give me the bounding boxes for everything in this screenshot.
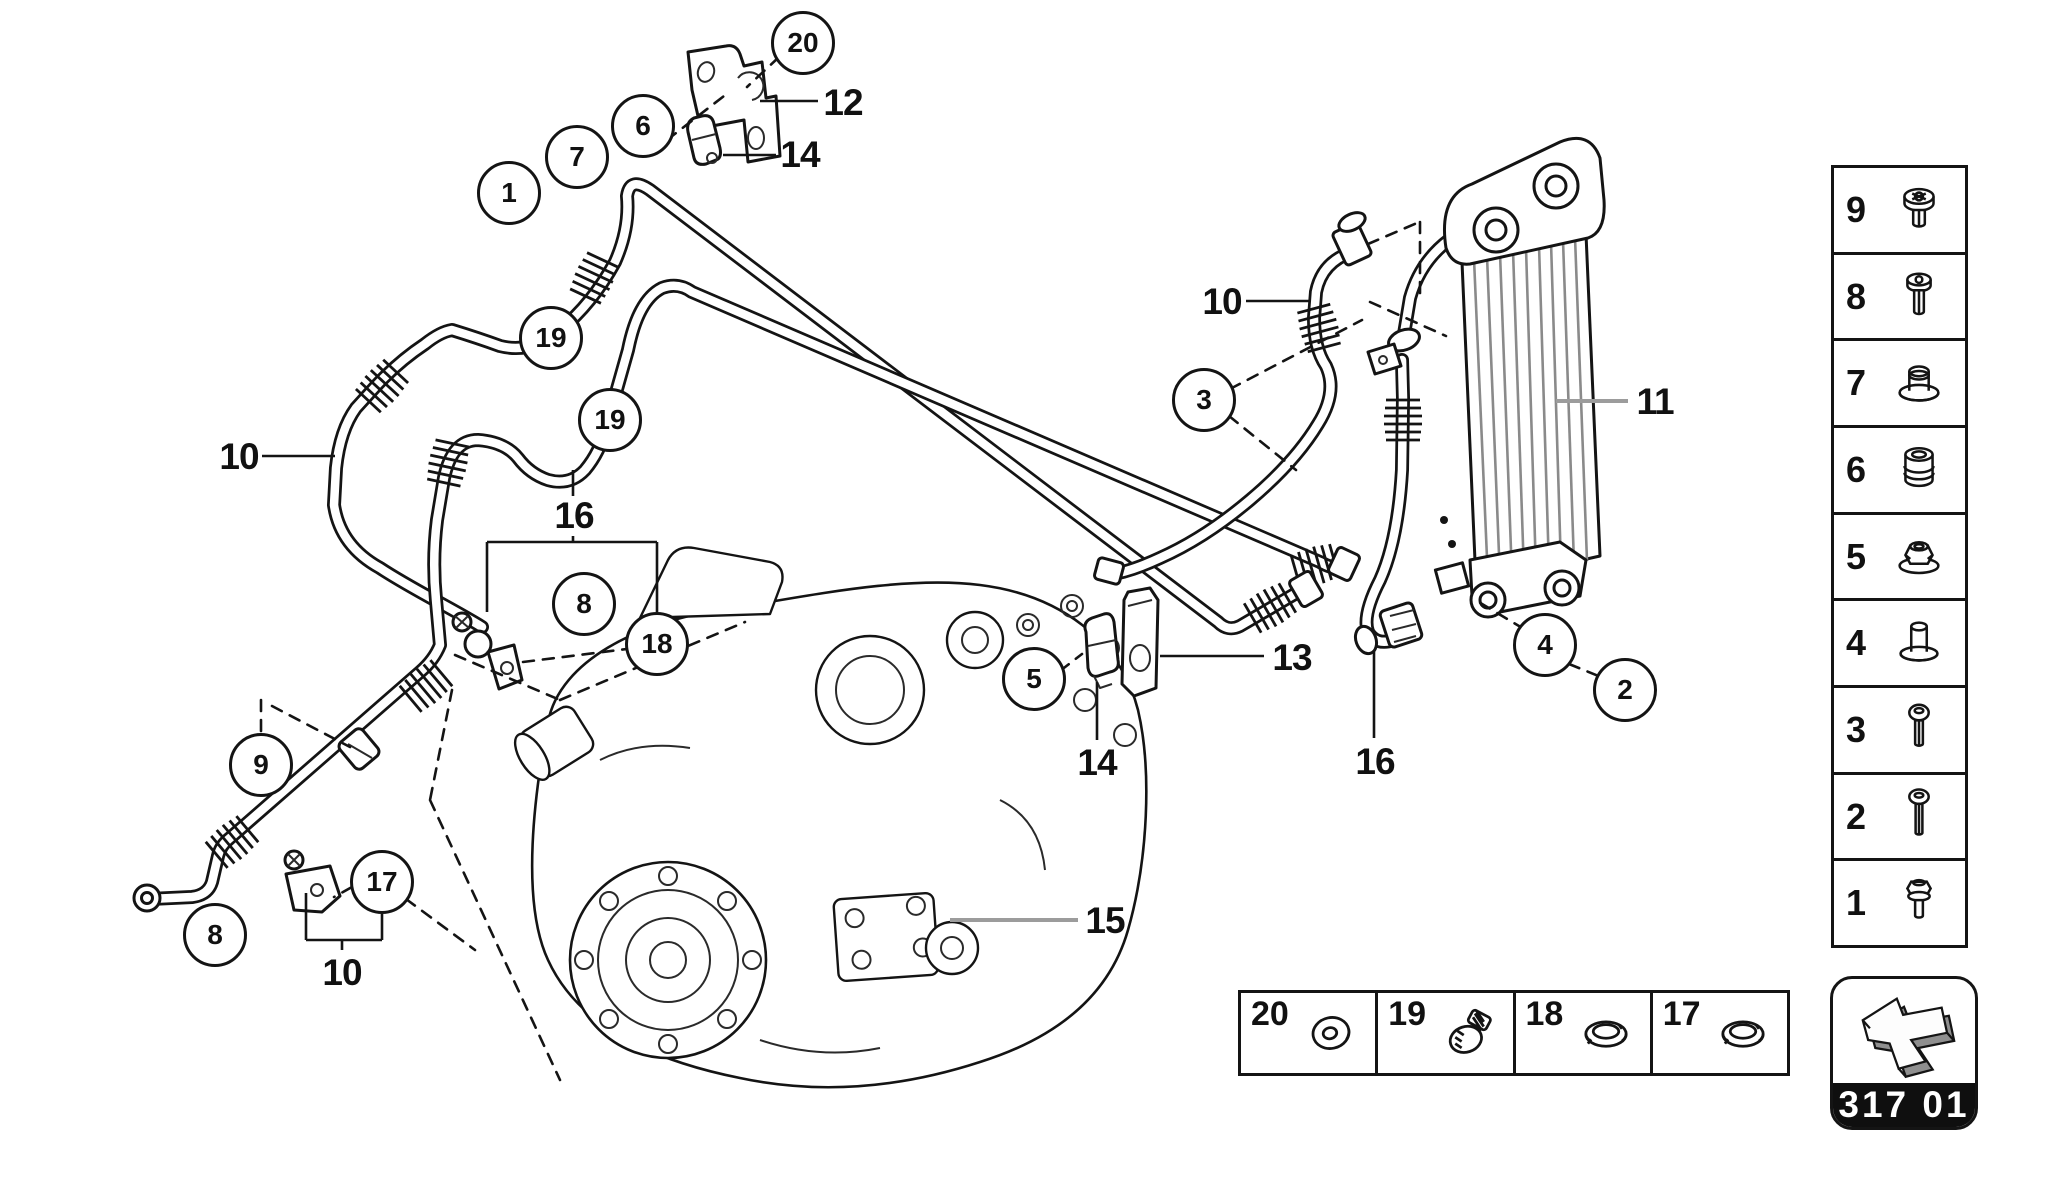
legend-row-number: 4 <box>1846 622 1867 664</box>
badge-arrow-area <box>1833 979 1975 1083</box>
part-label-12: 12 <box>823 82 863 123</box>
legend-row-number: 9 <box>1846 188 1867 230</box>
legend-row-number: 2 <box>1846 795 1867 837</box>
legend-row-8[interactable]: 8 <box>1834 251 1965 339</box>
o-ring-icon <box>1583 1020 1628 1048</box>
callout-circle-7[interactable]: 7 <box>545 125 609 189</box>
seal-cell-number: 18 <box>1525 995 1564 1033</box>
callout-circle-9[interactable]: 9 <box>229 733 293 797</box>
part-label-10: 10 <box>322 952 362 993</box>
clamp-5-14-drawing <box>1083 612 1120 689</box>
seal-legend-table: 20 19 18 17 <box>1238 990 1790 1076</box>
flanged-bushing-icon <box>1898 365 1940 402</box>
part-label-10: 10 <box>1202 281 1242 322</box>
part-label-14: 14 <box>780 134 820 175</box>
legend-row-4[interactable]: 4 <box>1834 598 1965 685</box>
oil-cooler-drawing <box>1387 137 1606 619</box>
gearbox-drawing <box>513 546 1148 1089</box>
part-label-10: 10 <box>219 436 259 477</box>
callout-circle-19[interactable]: 19 <box>578 388 642 452</box>
pan-head-screw-icon <box>1906 271 1932 315</box>
part-label-13: 13 <box>1272 637 1312 678</box>
legend-row-number: 8 <box>1846 275 1867 317</box>
flanged-sleeve-icon <box>1899 621 1939 662</box>
legend-row-7[interactable]: 7 <box>1834 338 1965 425</box>
washer-icon <box>1308 1012 1354 1054</box>
callout-circle-5[interactable]: 5 <box>1002 647 1066 711</box>
callout-circle-20[interactable]: 20 <box>771 11 835 75</box>
legend-row-3[interactable]: 3 <box>1834 685 1965 772</box>
page-code-badge[interactable]: 317 01 <box>1830 976 1978 1130</box>
callout-circle-17[interactable]: 17 <box>350 850 414 914</box>
seal-cell-18[interactable]: 18 <box>1512 993 1650 1073</box>
pipe-end-bracket-17-drawing <box>132 849 342 914</box>
pan-head-screw-short-icon <box>1903 187 1935 228</box>
legend-row-2[interactable]: 2 <box>1834 771 1965 859</box>
seal-cell-number: 20 <box>1251 995 1289 1033</box>
round-head-bolt-icon <box>1908 703 1930 747</box>
legend-row-number: 7 <box>1846 362 1867 404</box>
seal-cell-20[interactable]: 20 <box>1241 993 1375 1073</box>
part-label-14: 14 <box>1077 742 1117 783</box>
callout-circle-8[interactable]: 8 <box>552 572 616 636</box>
arrow-up-left-icon <box>1861 997 1956 1078</box>
seal-cell-17[interactable]: 17 <box>1649 993 1787 1073</box>
legend-row-number: 5 <box>1846 535 1867 577</box>
clamp-9-drawing <box>337 727 381 771</box>
callout-circle-6[interactable]: 6 <box>611 94 675 158</box>
callout-circle-1[interactable]: 1 <box>477 161 541 225</box>
page-code-label: 317 01 <box>1833 1083 1975 1127</box>
clip-14-top-drawing <box>686 114 722 166</box>
o-ring-icon <box>1721 1020 1765 1048</box>
flange-nut-icon <box>1898 540 1940 574</box>
legend-row-number: 6 <box>1846 448 1867 490</box>
hex-flange-bolt-icon <box>1906 879 1932 919</box>
part-label-11: 11 <box>1636 381 1674 422</box>
strap-13-drawing <box>1120 586 1160 698</box>
callout-circle-2[interactable]: 2 <box>1593 658 1657 722</box>
callout-circle-8[interactable]: 8 <box>183 903 247 967</box>
legend-row-6[interactable]: 6 <box>1834 425 1965 512</box>
seal-cell-19[interactable]: 19 <box>1375 993 1512 1073</box>
hose-fittings-drawing <box>1092 211 1424 656</box>
hose-clamp-icon <box>1445 1007 1494 1058</box>
label-leader-lines <box>262 99 1628 950</box>
legend-row-1[interactable]: 1 <box>1834 858 1965 945</box>
ribbed-grommet-icon <box>1903 446 1935 487</box>
banjo-fitting-8-18-drawing <box>451 611 524 691</box>
round-head-bolt-long-icon <box>1908 787 1930 836</box>
part-label-16: 16 <box>554 495 594 536</box>
legend-row-number: 3 <box>1846 708 1867 750</box>
legend-row-5[interactable]: 5 <box>1834 511 1965 599</box>
fastener-legend-table: 9 8 7 6 5 4 3 2 <box>1831 165 1968 948</box>
callout-circle-4[interactable]: 4 <box>1513 613 1577 677</box>
callout-circle-18[interactable]: 18 <box>625 612 689 676</box>
legend-row-number: 1 <box>1846 882 1867 924</box>
callout-circle-19[interactable]: 19 <box>519 306 583 370</box>
callout-circle-3[interactable]: 3 <box>1172 368 1236 432</box>
part-label-15: 15 <box>1085 900 1125 941</box>
seal-cell-number: 19 <box>1388 995 1427 1033</box>
legend-row-9[interactable]: 9 <box>1834 168 1965 252</box>
part-label-16: 16 <box>1355 741 1395 782</box>
seal-cell-number: 17 <box>1662 995 1701 1033</box>
